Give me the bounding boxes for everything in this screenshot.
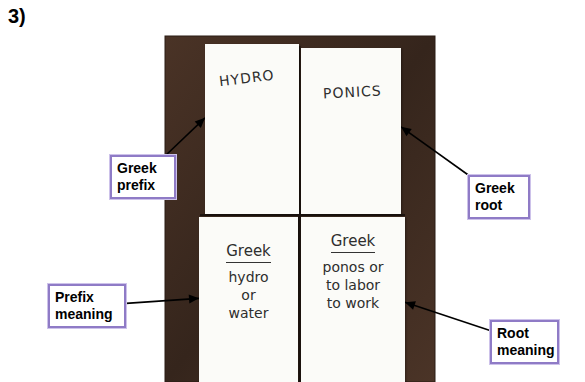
callout-arrow: [401, 127, 468, 175]
callout-label: Prefix meaning: [55, 289, 113, 322]
handwritten-text: PONICS: [323, 82, 382, 101]
callout-label: Root meaning: [497, 325, 555, 358]
callout-arrow: [166, 118, 205, 155]
callout-box: Prefix meaning: [48, 284, 126, 328]
handwritten-text: Greek: [331, 232, 376, 253]
callout-box: Greek prefix: [110, 155, 176, 199]
figure-number: 3): [8, 5, 26, 28]
callout-label: Greek root: [475, 180, 515, 213]
root-meaning-flap: Greek ponos or to labor to work: [301, 217, 405, 382]
callout-label: Greek prefix: [117, 160, 157, 193]
photo-edge: [165, 36, 435, 382]
arrow-head: [405, 301, 416, 310]
callout-box: Root meaning: [490, 320, 559, 364]
handwritten-text: HYDRO: [218, 67, 275, 90]
handwritten-text: ponos or to labor to work: [318, 258, 388, 312]
fold-gap: [200, 214, 405, 216]
table-surface: [165, 36, 435, 382]
arrow-head: [195, 118, 205, 128]
prefix-flap: HYDRO: [205, 44, 299, 214]
prefix-meaning-flap: Greek hydro or water: [199, 217, 298, 382]
callout-arrow: [126, 298, 199, 303]
handwritten-text: hydro or water: [220, 268, 278, 322]
arrow-head: [189, 295, 199, 304]
callout-box: Greek root: [468, 175, 530, 219]
root-flap: PONICS: [301, 48, 401, 214]
arrow-head: [401, 127, 412, 136]
handwritten-text: Greek: [226, 242, 271, 263]
callout-arrow: [405, 302, 490, 330]
